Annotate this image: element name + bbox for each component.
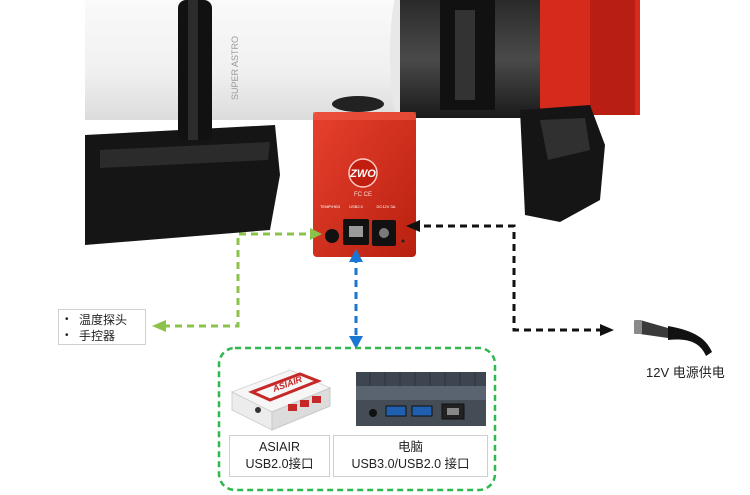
accessory-item-label: 温度探头 <box>79 313 128 327</box>
port-label-usb: USB2.0 <box>349 204 364 209</box>
power-connector-icon <box>634 320 712 356</box>
green-arrow <box>152 228 322 332</box>
accessory-item: • 手控器 <box>65 328 141 344</box>
black-arrow <box>406 220 614 336</box>
blue-arrow <box>349 249 363 349</box>
zwo-logo-mark <box>348 158 378 188</box>
pc-name: 电脑 <box>397 440 423 454</box>
asiair-port: USB2.0接口 <box>245 457 314 471</box>
asiair-name: ASIAIR <box>259 440 300 454</box>
pc-port: USB3.0/USB2.0 接口 <box>351 457 470 471</box>
compliance-marks: FC CE <box>354 192 372 198</box>
pc-card: 电脑 USB3.0/USB2.0 接口 <box>333 435 488 477</box>
accessory-item: • 温度探头 <box>65 312 141 328</box>
devices-frame <box>217 346 497 492</box>
tube-text: SUPER ASTRO <box>230 36 240 100</box>
asiair-device-icon: ASIAIR <box>230 369 332 431</box>
bullet-icon: • <box>65 330 69 341</box>
port-label-temp: TEMP/HB3 <box>320 204 341 209</box>
temp-port <box>325 229 339 243</box>
asiair-card: ASIAIR USB2.0接口 <box>229 435 330 477</box>
power-label: 12V 电源供电 <box>646 365 725 380</box>
camera-body: ZWO FC CE TEMP/HB3 USB2.0 DC12V 3A <box>313 112 416 257</box>
accessories-box: • 温度探头 • 手控器 <box>58 309 146 345</box>
port-label-dc: DC12V 3A <box>377 204 396 209</box>
zwo-logo: ZWO <box>349 168 376 180</box>
laptop-ports-icon <box>356 372 486 426</box>
bullet-icon: • <box>65 314 69 325</box>
telescope-photo: SUPER ASTRO <box>85 0 640 245</box>
accessory-item-label: 手控器 <box>79 329 116 343</box>
